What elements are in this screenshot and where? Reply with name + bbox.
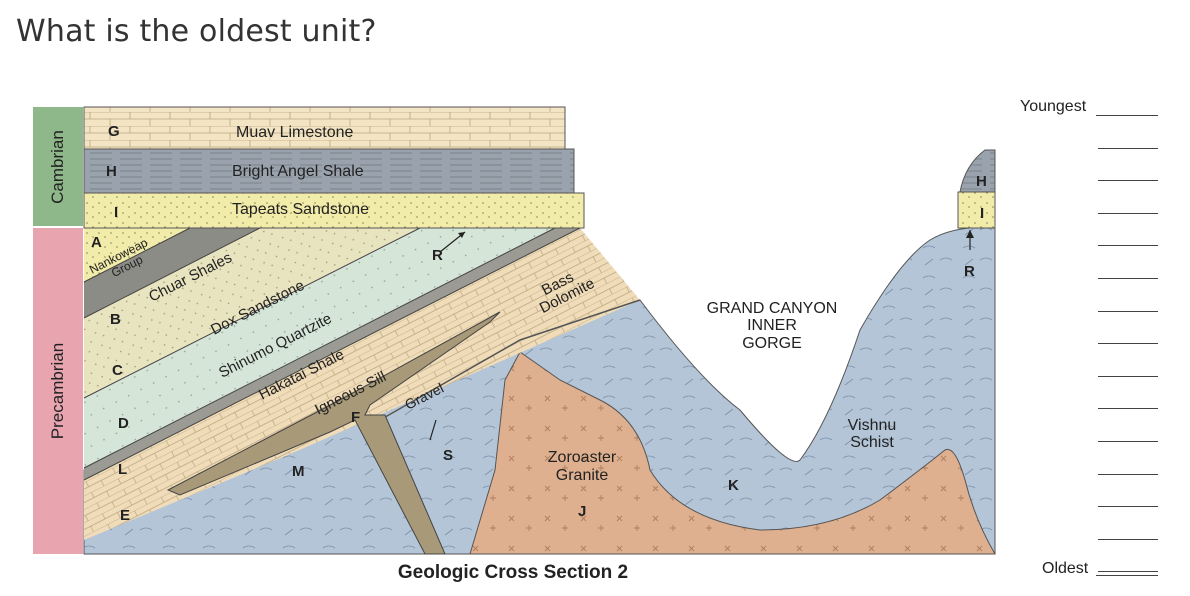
answer-blank[interactable] (1098, 473, 1158, 475)
tapeats-label: Tapeats Sandstone (232, 201, 369, 218)
letter-G: G (108, 123, 120, 140)
letter-A: A (91, 234, 102, 251)
cross-section-diagram: Muav Limestone Bright Angel Shale Tapeat… (83, 106, 996, 583)
zoroaster-label-1: Zoroaster (548, 449, 617, 466)
answer-blank[interactable] (1098, 245, 1158, 247)
youngest-label: Youngest (1020, 98, 1087, 115)
letter-E: E (120, 507, 130, 524)
precambrian-bar: Precambrian (33, 228, 83, 554)
letter-I: I (114, 204, 118, 221)
zoroaster-granite-body (469, 351, 996, 555)
answer-blank[interactable] (1098, 343, 1158, 345)
figure-caption: Geologic Cross Section 2 (398, 562, 628, 583)
muav-label: Muav Limestone (236, 124, 353, 141)
answer-blank[interactable] (1098, 571, 1158, 573)
bright-angel-label: Bright Angel Shale (232, 163, 364, 180)
vishnu-label-1: Vishnu (848, 417, 897, 434)
answer-blank[interactable] (1098, 278, 1158, 279)
answer-blank[interactable] (1098, 212, 1158, 214)
remnant-sandstone (957, 191, 996, 229)
letter-F: F (351, 409, 360, 426)
answer-blank[interactable] (1098, 310, 1158, 312)
gorge-label-3: GORGE (742, 335, 802, 352)
letter-R2: R (964, 263, 975, 280)
answer-blank[interactable] (1098, 375, 1158, 377)
letter-R: R (432, 247, 443, 264)
letter-S: S (443, 447, 453, 464)
answer-blank[interactable] (1098, 408, 1158, 410)
letter-H: H (106, 163, 117, 180)
letter-D: D (118, 415, 129, 432)
vishnu-label-2: Schist (850, 434, 894, 451)
gorge-label-1: GRAND CANYON (707, 300, 838, 317)
answer-blank[interactable] (1096, 115, 1158, 116)
igneous-sill (166, 311, 501, 555)
cambrian-bar: Cambrian (33, 107, 83, 226)
answer-blank[interactable] (1098, 506, 1158, 508)
oldest-label: Oldest (1042, 560, 1089, 577)
tapeats-sandstone-layer (83, 192, 585, 229)
letter-M: M (292, 463, 305, 480)
zoroaster-label-2: Granite (556, 467, 609, 484)
remnant-shale (959, 149, 996, 193)
answer-blank[interactable] (1098, 180, 1158, 182)
answer-blank[interactable] (1098, 441, 1158, 442)
letter-B: B (110, 311, 121, 328)
letter-J: J (578, 503, 586, 520)
letter-I2: I (980, 205, 984, 222)
answer-blank[interactable] (1098, 147, 1158, 149)
answer-blank-oldest[interactable] (1096, 575, 1158, 576)
letter-H2: H (976, 173, 987, 190)
answer-blank[interactable] (1098, 538, 1158, 540)
letter-L: L (118, 461, 127, 478)
letter-C: C (112, 362, 123, 379)
letter-K: K (728, 477, 739, 494)
gorge-label-2: INNER (747, 317, 797, 334)
question-text: What is the oldest unit? (16, 14, 377, 49)
answer-panel: Youngest Oldest (1010, 96, 1170, 586)
